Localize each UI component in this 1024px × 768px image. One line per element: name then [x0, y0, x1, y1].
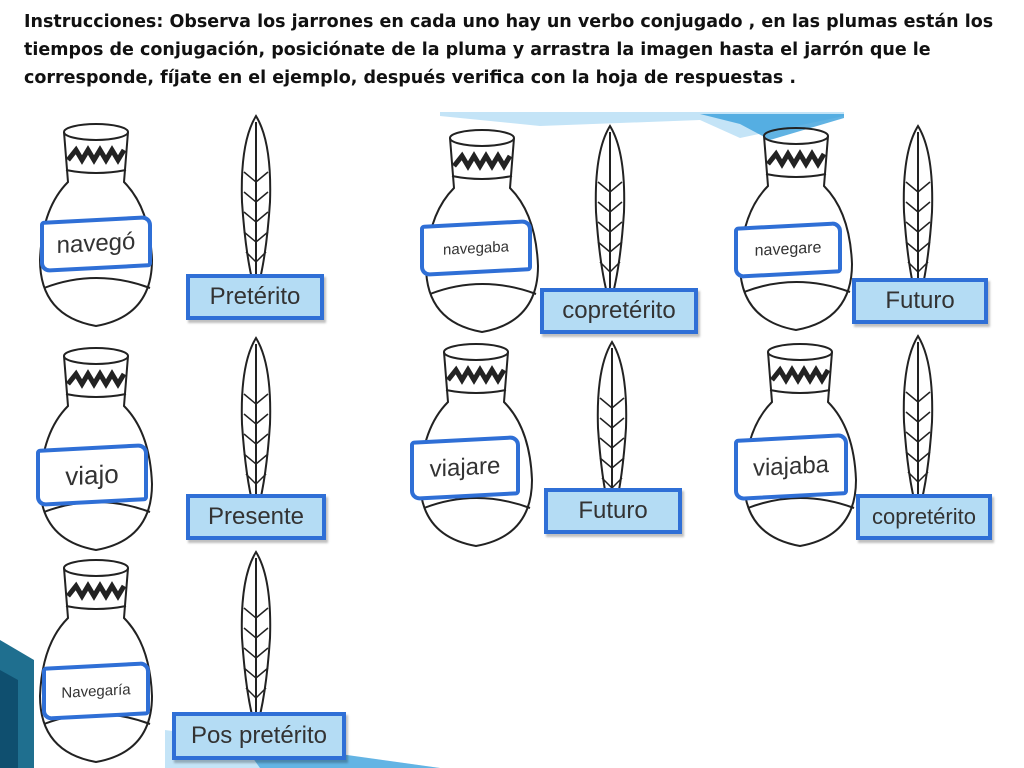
verb-label: navegaba [420, 219, 532, 277]
tense-card[interactable]: copretérito [540, 288, 698, 334]
verb-label: navegó [40, 215, 152, 273]
verb-label: viajare [410, 435, 520, 501]
verb-label: Navegaría [42, 661, 150, 721]
top-blue-decoration [440, 112, 844, 140]
vase [422, 126, 542, 336]
feather [236, 548, 276, 738]
feather [590, 122, 630, 312]
verb-label: viajaba [734, 433, 848, 501]
tense-card[interactable]: Pos pretérito [172, 712, 346, 760]
instructions-text: Instrucciones: Observa los jarrones en c… [24, 12, 994, 88]
verb-label: viajo [36, 443, 148, 507]
tense-card[interactable]: Futuro [852, 278, 988, 324]
tense-card[interactable]: Pretérito [186, 274, 324, 320]
verb-label: navegare [734, 221, 842, 279]
tense-card[interactable]: copretérito [856, 494, 992, 540]
tense-card[interactable]: Presente [186, 494, 326, 540]
tense-card[interactable]: Futuro [544, 488, 682, 534]
